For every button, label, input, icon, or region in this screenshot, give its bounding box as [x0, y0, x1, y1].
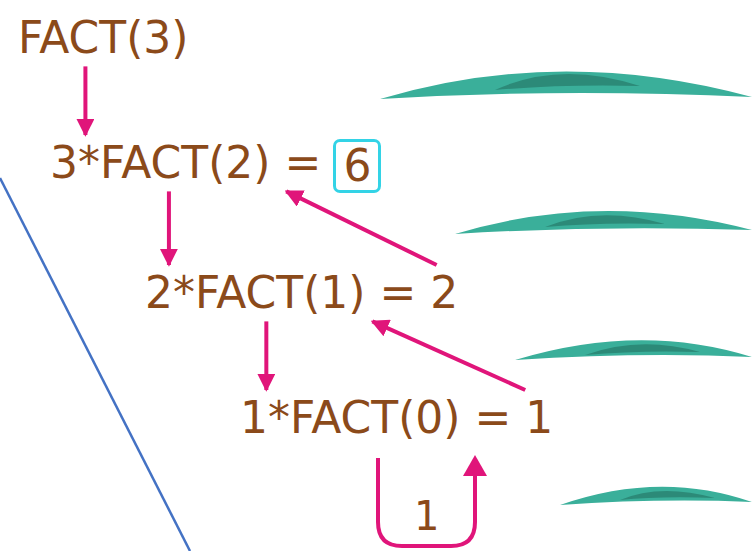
return-value: 1	[414, 496, 439, 536]
call-arrow	[372, 321, 525, 390]
stack-lens	[380, 71, 752, 99]
call-arrow	[264, 321, 268, 390]
stack-lens	[455, 211, 752, 234]
return-loop	[378, 455, 487, 546]
node-text: 1*FACT(0) = 1	[240, 394, 553, 442]
node-text: 3*FACT(2) =	[50, 139, 321, 187]
call-arrow	[167, 191, 171, 265]
call-text: 1*FACT(0) = 1	[236, 392, 557, 444]
node-text: 6	[343, 142, 371, 190]
result-box: 6	[333, 139, 381, 193]
diagonal-line	[0, 178, 190, 551]
stack-lens	[560, 487, 752, 505]
call-text: 3*FACT(2) =	[46, 137, 325, 189]
call-arrow	[83, 66, 87, 135]
call-arrow	[286, 191, 436, 265]
node-text: 2*FACT(1) = 2	[145, 269, 458, 317]
call-text: 2*FACT(1) = 2	[141, 267, 462, 319]
node-text: FACT(3)	[18, 14, 189, 62]
stack-lens	[515, 340, 752, 360]
call-text: FACT(3)	[14, 12, 193, 64]
